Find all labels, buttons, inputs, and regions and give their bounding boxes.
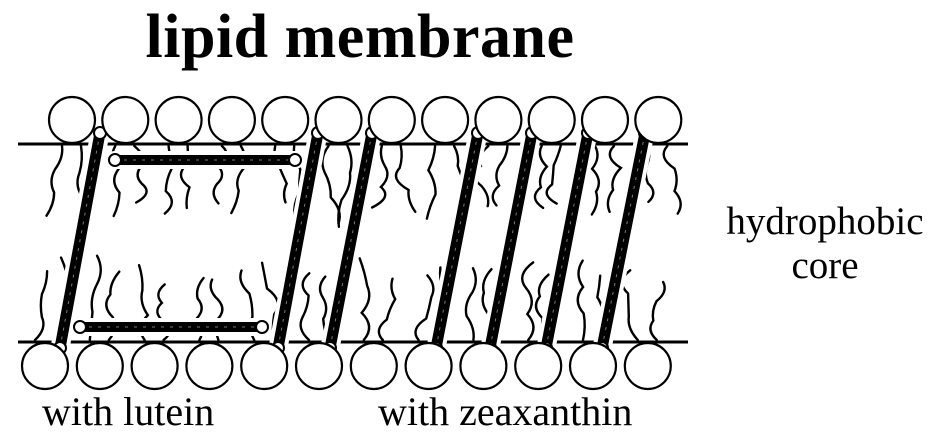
headgroup-bottom — [515, 343, 561, 389]
hydroxyl-end — [289, 154, 301, 166]
lipid-tail-top — [427, 146, 436, 219]
headgroup-top — [102, 97, 148, 143]
lipid-tail-top — [547, 146, 561, 204]
headgroup-top — [529, 97, 575, 143]
hydroxyl-end — [74, 321, 86, 333]
headgroup-bottom — [241, 343, 287, 389]
headgroup-top — [369, 97, 415, 143]
headgroup-bottom — [351, 343, 397, 389]
headgroup-top — [209, 97, 255, 143]
headgroup-bottom — [132, 343, 178, 389]
lipid-tail-bottom — [650, 282, 664, 340]
headgroup-top — [49, 97, 95, 143]
hydroxyl-end — [109, 154, 121, 166]
lipid-tail-top — [608, 146, 621, 212]
lutein-label: with lutein — [42, 388, 214, 435]
zeaxanthin-rod — [484, 127, 538, 354]
headgroup-top — [475, 97, 521, 143]
headgroup-bottom — [570, 343, 616, 389]
headgroup-top — [422, 97, 468, 143]
zeaxanthin-rod — [540, 127, 594, 354]
headgroup-bottom — [296, 343, 342, 389]
headgroup-top — [582, 97, 628, 143]
headgroup-bottom — [460, 343, 506, 389]
headgroup-bottom — [77, 343, 123, 389]
lipid-tail-top — [47, 146, 63, 216]
headgroup-bottom — [22, 343, 68, 389]
zeaxanthin-rod — [596, 127, 651, 354]
lipid-tail-top — [664, 146, 681, 214]
hydrophobic-core-label: hydrophobic core — [705, 200, 945, 288]
hydroxyl-end — [256, 321, 268, 333]
lipid-tail-top — [493, 146, 508, 205]
lipid-tail-bottom — [522, 262, 533, 340]
headgroup-top — [635, 97, 681, 143]
lipid-tail-top — [396, 146, 415, 212]
zeaxanthin-label: with zeaxanthin — [378, 388, 632, 435]
core-label-line-1: hydrophobic — [705, 200, 945, 244]
headgroup-top — [156, 97, 202, 143]
lipid-tail-bottom — [35, 271, 47, 340]
headgroup-bottom — [186, 343, 232, 389]
lipid-tail-bottom — [466, 268, 476, 340]
lipid-tail-bottom — [578, 261, 585, 340]
headgroup-bottom — [406, 343, 452, 389]
lipid-tail-bottom — [301, 273, 310, 340]
core-label-line-2: core — [705, 244, 945, 288]
headgroup-top — [316, 97, 362, 143]
lipid-tail-bottom — [379, 279, 395, 340]
lipid-tail-bottom — [360, 258, 370, 340]
headgroup-bottom — [625, 343, 671, 389]
lutein-horizontal-rod-bottom — [74, 321, 268, 333]
lipid-tail-top — [322, 146, 339, 223]
lutein-horizontal-rod-top — [109, 154, 301, 166]
headgroup-top — [262, 97, 308, 143]
